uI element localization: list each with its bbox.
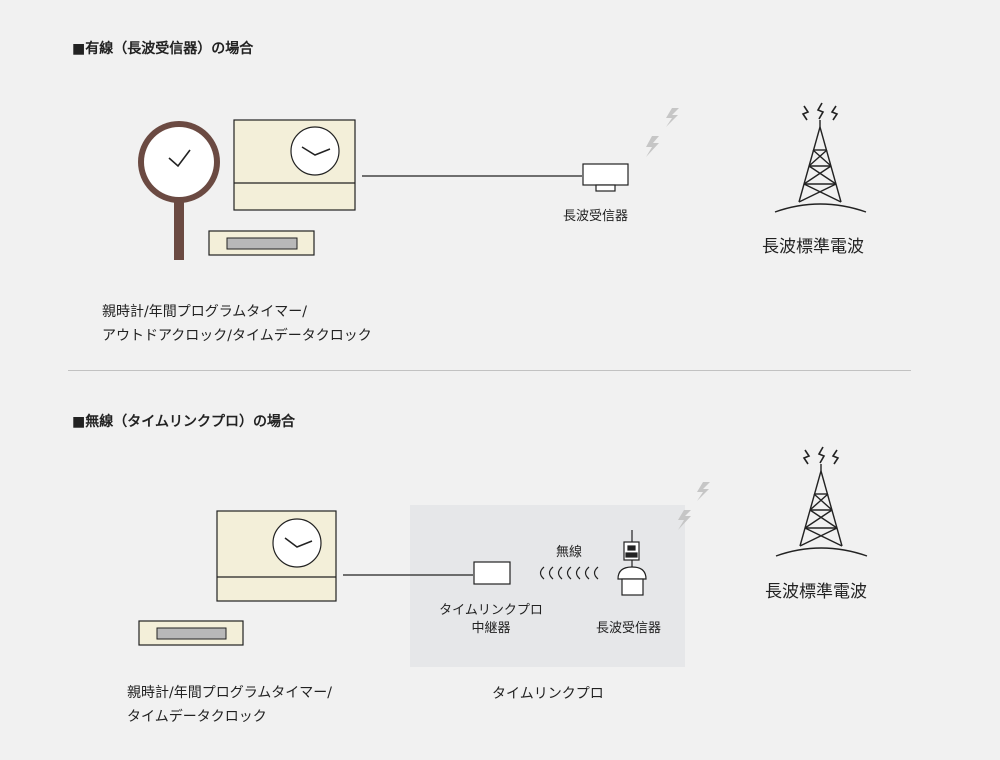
- longwave-receiver-antenna-icon: [617, 530, 647, 596]
- wireless-wave-icon: [539, 566, 599, 580]
- wired-tower-label: 長波標準電波: [762, 237, 864, 257]
- longwave-receiver-icon: [582, 163, 629, 192]
- wired-section-heading: ■有線（長波受信器）の場合: [72, 41, 254, 57]
- relay-label: タイムリンクプロ 中継器: [432, 602, 550, 638]
- master-clock-device-icon-2: [216, 510, 337, 602]
- relay-label-line2: 中継器: [471, 621, 511, 636]
- panel-label: タイムリンクプロ: [492, 686, 604, 702]
- wired-caption-line2: アウトドアクロック/タイムデータクロック: [102, 328, 372, 344]
- radio-tower-icon-2: [775, 446, 868, 557]
- relay-label-line1: タイムリンクプロ: [439, 603, 543, 618]
- wired-caption-line1: 親時計/年間プログラムタイマー/: [102, 304, 308, 320]
- lightning-icon-2: [678, 482, 710, 530]
- lightning-icon: [646, 108, 679, 157]
- wireless-caption-line2: タイムデータクロック: [127, 709, 267, 725]
- wireless-device-caption: 親時計/年間プログラムタイマー/ タイムデータクロック: [127, 681, 332, 729]
- wireless-receiver-label: 長波受信器: [596, 621, 662, 636]
- wireless-section-heading: ■無線（タイムリンクプロ）の場合: [72, 414, 295, 430]
- wired-device-caption: 親時計/年間プログラムタイマー/ アウトドアクロック/タイムデータクロック: [102, 300, 372, 348]
- relay-device-icon: [473, 561, 511, 585]
- section-divider: [68, 370, 911, 371]
- master-clock-device-icon: [233, 119, 356, 211]
- wireless-tower-label: 長波標準電波: [765, 582, 867, 602]
- wireless-label: 無線: [556, 545, 583, 560]
- timer-device-icon: [208, 230, 315, 256]
- magnifier-clock-icon: [138, 121, 220, 260]
- radio-tower-icon: [774, 102, 867, 213]
- wireless-caption-line1: 親時計/年間プログラムタイマー/: [127, 685, 333, 701]
- wired-receiver-label: 長波受信器: [563, 209, 629, 224]
- timer-device-icon-2: [138, 620, 244, 646]
